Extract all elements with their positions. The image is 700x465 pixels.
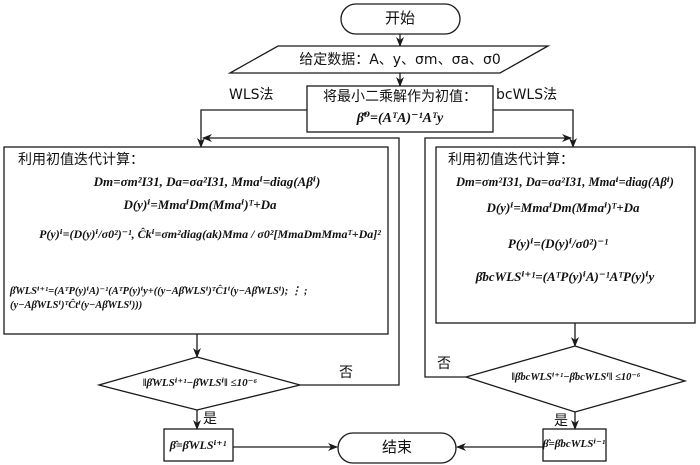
init-box (306, 85, 494, 133)
start-label: 开始 (384, 9, 416, 27)
end-label: 结束 (381, 438, 413, 456)
loop-line-right (424, 134, 572, 378)
wls-box-title: 利用初值迭代计算： (18, 152, 144, 168)
bcwls-eq3: P(y)ⁱ=(D(y)ⁱ/σ0²)⁻¹ (507, 236, 609, 251)
bcwls-box-title: 利用初值迭代计算： (448, 152, 574, 168)
branch-line-right (493, 109, 577, 148)
branch-right-label: bcWLS法 (496, 88, 557, 103)
wls-yes-label: 是 (203, 411, 217, 427)
wls-eq2: D(y)ⁱ=MmaⁱDm(Mmaⁱ)ᵀ+Da (123, 197, 277, 212)
branch-right-label-text: bcWLS法 (496, 87, 558, 103)
wls-result-box (163, 428, 234, 462)
wls-no-label: 否 (339, 365, 353, 381)
wls-eq4: β̂WLSⁱ⁺¹=(AᵀP(y)ⁱA)⁻¹(AᵀP(y)ⁱy+((y−Aβ̂WL… (10, 286, 308, 312)
wls-eq1: Dm=σm²I31, Da=σa²I31, Mmaⁱ=diag(Aβⁱ) (93, 174, 321, 189)
wls-iteration-box (3, 146, 389, 335)
bcwls-eq1: Dm=σm²I31, Da=σa²I31, Mmaⁱ=diag(Aβⁱ) (456, 175, 674, 189)
wls-eq3: P(y)ⁱ=(D(y)ⁱ/σ0²)⁻¹, Ĉkⁱ=σm²diag(ak)Mma … (39, 227, 381, 241)
bcwls-result-label: β̂=β̂bcWLSⁱ⁻¹ (542, 438, 606, 450)
input-label-text: 给定数据：A、y、σm、σa、σ0 (299, 52, 501, 68)
init-line2: β̂⁰=(AᵀA)⁻¹Aᵀy (356, 111, 444, 126)
input-parallelogram (227, 45, 551, 74)
wls-result-label: β̂=β̂WLSⁱ⁺¹ (169, 438, 227, 452)
input-label: 给定数据：A、y、σm、σa、σ0 (299, 53, 501, 68)
branch-line-left (197, 109, 307, 148)
loop-line-left (202, 134, 400, 386)
bcwls-result-box (542, 428, 607, 462)
bcwls-no-label: 否 (437, 356, 451, 372)
bcwls-iteration-box (435, 146, 696, 324)
wls-decision-label: ‖β̂WLSⁱ⁺¹−β̂WLSⁱ‖ ≤10⁻⁶ (142, 377, 258, 389)
branch-left-label-text: WLS法 (229, 87, 274, 103)
init-line1-text: 将最小二乘解作为初值： (323, 89, 477, 105)
branch-left-label: WLS法 (229, 88, 274, 103)
bcwls-yes-label: 是 (554, 413, 568, 429)
bcwls-eq2: D(y)ⁱ=MmaⁱDm(Mmaⁱ)ᵀ+Da (486, 200, 640, 215)
bcwls-decision-label: ‖β̂bcWLSⁱ⁺¹−β̂bcWLSⁱ‖ ≤10⁻⁶ (511, 372, 641, 383)
bcwls-eq4: β̂bcWLSⁱ⁺¹=(AᵀP(y)ⁱA)⁻¹AᵀP(y)ⁱy (475, 269, 655, 284)
init-line1: 将最小二乘解作为初值： (323, 90, 477, 105)
